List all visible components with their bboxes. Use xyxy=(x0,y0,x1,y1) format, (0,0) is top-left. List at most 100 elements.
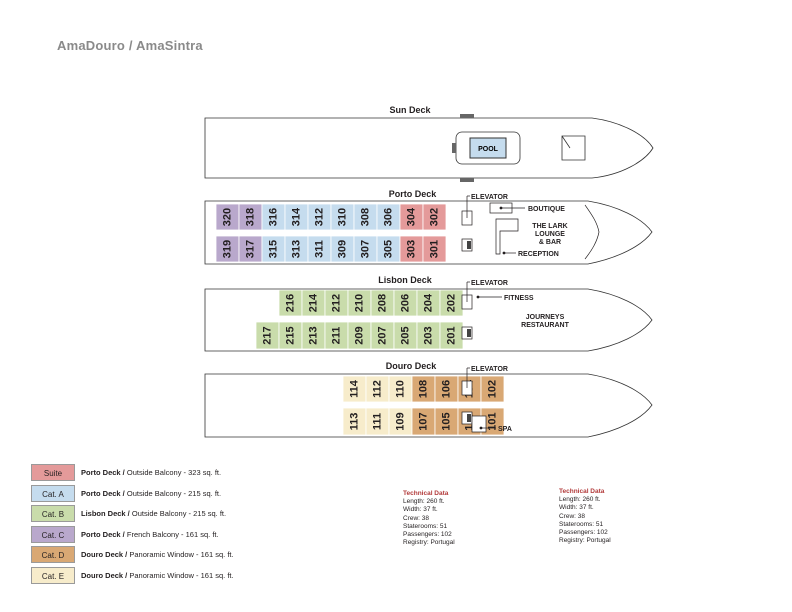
porto-stairs-steps xyxy=(467,241,471,249)
legend-detail: Panoramic Window - 161 sq. ft. xyxy=(129,570,234,580)
legend-swatch: Cat. D xyxy=(31,546,75,563)
douro-deck-label: Douro Deck xyxy=(385,361,437,371)
legend-description: Porto Deck / Outside Balcony - 215 sq. f… xyxy=(81,489,221,498)
legend-description: Douro Deck / Panoramic Window - 161 sq. … xyxy=(81,550,234,559)
cabin-number: 312 xyxy=(314,208,326,226)
douro-stairs-steps xyxy=(467,414,471,422)
lounge-window-curve xyxy=(584,204,600,260)
cabin-number: 304 xyxy=(406,207,418,226)
cabin-number: 317 xyxy=(245,240,257,258)
cabin-301[interactable] xyxy=(422,235,447,263)
cabin-number: 102 xyxy=(487,380,499,398)
technical-data-1-line: Crew: 38 xyxy=(403,514,430,522)
restaurant-label-line: RESTAURANT xyxy=(521,322,569,329)
cabin-number: 208 xyxy=(377,294,389,312)
cabin-number: 301 xyxy=(429,240,441,258)
cabin-number: 307 xyxy=(360,240,372,258)
cabin-number: 303 xyxy=(406,240,418,258)
cabin-number: 306 xyxy=(383,208,395,226)
lounge-label-line: THE LARK xyxy=(532,223,567,230)
cabin-number: 206 xyxy=(400,294,412,312)
cabin-number: 313 xyxy=(291,240,303,258)
legend-description: Douro Deck / Panoramic Window - 161 sq. … xyxy=(81,571,234,580)
technical-data-1-heading: Technical Data xyxy=(403,490,449,497)
fitness-label: FITNESS xyxy=(504,295,534,302)
technical-data-1-line: Staterooms: 51 xyxy=(403,522,448,530)
cabin-number: 205 xyxy=(400,326,412,344)
cabin-number: 309 xyxy=(337,240,349,258)
technical-data-2-line: Passengers: 102 xyxy=(559,529,608,537)
technical-data-2-line: Registry: Portugal xyxy=(559,537,611,545)
technical-data-2-line: Length: 260 ft. xyxy=(559,496,601,504)
lounge-label-line: & BAR xyxy=(539,239,561,246)
cabin-number: 101 xyxy=(487,412,499,430)
legend-deck: Porto Deck / xyxy=(81,468,125,477)
pool-label: POOL xyxy=(478,146,499,153)
cabin-number: 203 xyxy=(423,326,435,344)
pool[interactable] xyxy=(469,137,507,159)
technical-data-2: Technical Data Length: 260 ft. Width: 37… xyxy=(559,488,611,545)
page-title: AmaDouro / AmaSintra xyxy=(57,38,203,53)
lisbon-deck-label: Lisbon Deck xyxy=(378,275,432,285)
technical-data-1-line: Length: 260 ft. xyxy=(403,498,445,506)
cabin-number: 105 xyxy=(441,412,453,430)
cabin-number: 320 xyxy=(222,208,234,226)
cabin-302[interactable] xyxy=(422,203,447,231)
reception-label: RECEPTION xyxy=(518,251,559,258)
cabin-number: 111 xyxy=(372,413,384,430)
wheelhouse xyxy=(561,135,586,161)
legend-detail: Outside Balcony - 215 sq. ft. xyxy=(126,488,222,498)
douro-deck-hull xyxy=(204,373,653,438)
cabin-number: 211 xyxy=(331,327,343,345)
cabin-number: 217 xyxy=(262,326,274,344)
cabin-number: 110 xyxy=(395,380,407,398)
cabin-number: 319 xyxy=(222,240,234,258)
lisbon-elevator-label: ELEVATOR xyxy=(471,280,508,287)
legend-swatch: Suite xyxy=(31,464,75,481)
pool-steps-bottom xyxy=(460,178,474,182)
technical-data-1-line: Width: 37 ft. xyxy=(403,506,438,514)
legend-detail: Outside Balcony - 215 sq. ft. xyxy=(131,509,227,518)
technical-data-1-line: Registry: Portugal xyxy=(403,539,455,547)
cabin-number: 107 xyxy=(418,412,430,430)
cabin-number: 216 xyxy=(285,294,297,312)
boutique-label: BOUTIQUE xyxy=(528,206,565,213)
douro-elevator-label: ELEVATOR xyxy=(471,366,508,373)
cabin-number: 204 xyxy=(423,293,435,312)
spa-room[interactable] xyxy=(471,415,487,433)
cabin-number: 213 xyxy=(308,326,320,344)
cabin-number: 106 xyxy=(441,380,453,398)
legend-deck: Porto Deck / xyxy=(81,529,125,539)
cabin-number: 114 xyxy=(349,379,361,398)
cabin-number: 302 xyxy=(429,208,441,226)
technical-data-2-line: Crew: 38 xyxy=(559,512,586,520)
cabin-number: 113 xyxy=(349,413,361,431)
legend-detail: Outside Balcony - 323 sq. ft. xyxy=(126,468,222,477)
technical-data-2-heading: Technical Data xyxy=(559,488,605,495)
reception-desk xyxy=(495,218,519,255)
cabin-number: 308 xyxy=(360,208,372,226)
legend-swatch: Cat. C xyxy=(31,525,75,543)
cabin-102[interactable] xyxy=(480,375,505,403)
legend-detail: Panoramic Window - 161 sq. ft. xyxy=(129,550,234,559)
pool-steps-top xyxy=(460,114,474,118)
restaurant-label-line: JOURNEYS xyxy=(526,314,565,321)
cabin-number: 201 xyxy=(446,326,458,344)
cabin-number: 112 xyxy=(372,380,384,398)
legend-swatch: Cat. E xyxy=(31,566,75,584)
cabin-number: 109 xyxy=(395,412,407,430)
cabin-number: 210 xyxy=(354,294,366,312)
legend-deck: Lisbon Deck / xyxy=(81,509,130,518)
lisbon-stairs-steps xyxy=(467,329,471,337)
cabin-number: 108 xyxy=(418,380,430,398)
technical-data-2-line: Width: 37 ft. xyxy=(559,504,594,512)
technical-data-1: Technical Data Length: 260 ft. Width: 37… xyxy=(403,490,455,547)
cabin-number: 318 xyxy=(245,208,257,226)
technical-data-1-line: Passengers: 102 xyxy=(403,531,452,539)
pool-grille-left xyxy=(452,143,456,153)
cabin-number: 315 xyxy=(268,240,280,258)
legend-description: Lisbon Deck / Outside Balcony - 215 sq. … xyxy=(81,509,226,518)
legend-description: Porto Deck / French Balcony - 161 sq. ft… xyxy=(81,530,219,539)
